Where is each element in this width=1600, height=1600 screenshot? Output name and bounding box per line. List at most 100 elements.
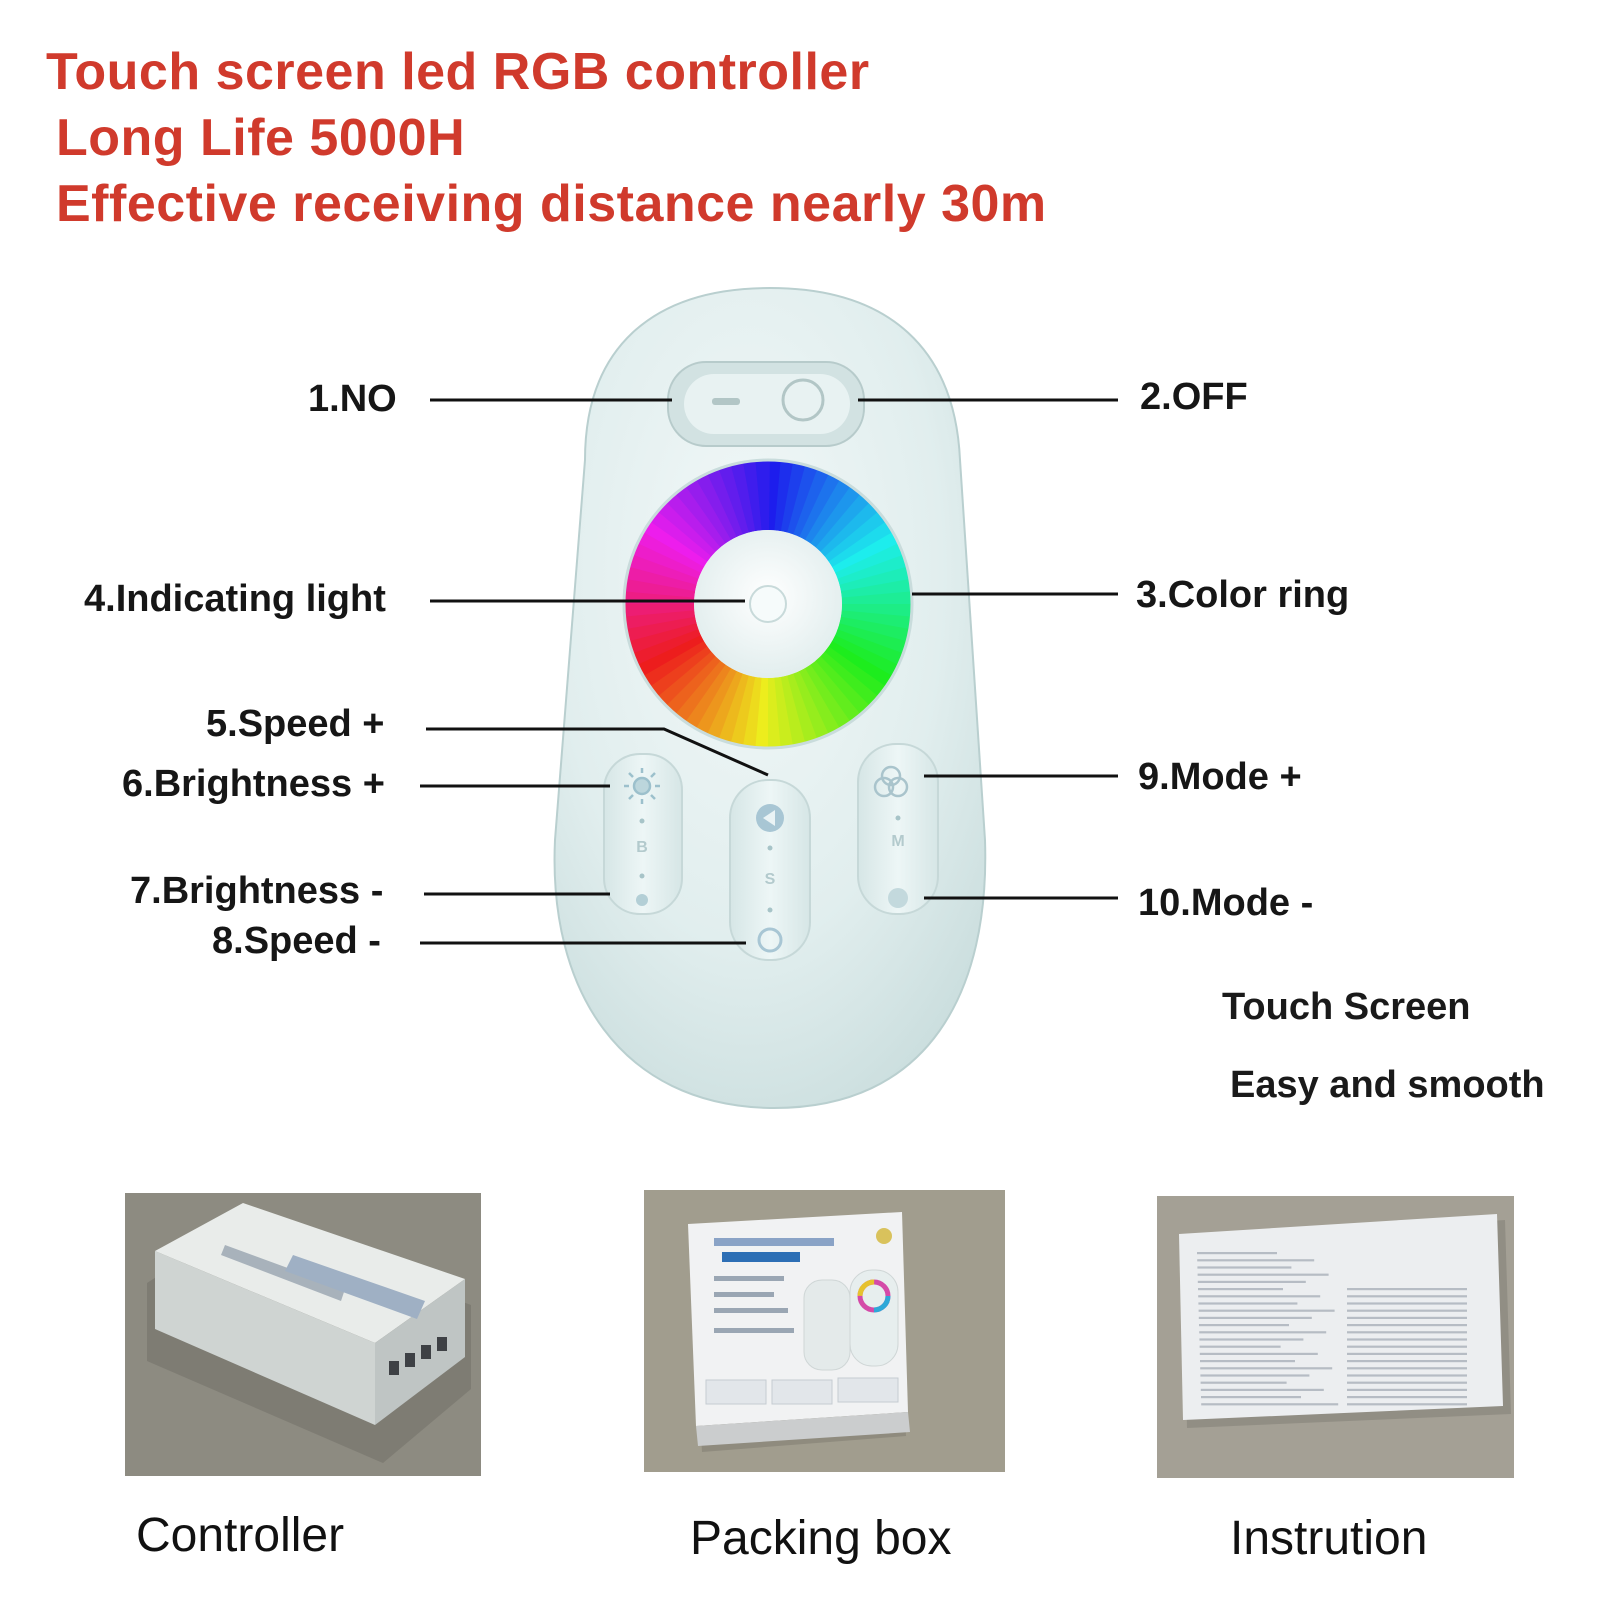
color-ring-segment[interactable] [815, 493, 872, 553]
color-ring-segment[interactable] [819, 651, 879, 708]
color-ring-segment[interactable] [674, 660, 726, 722]
color-ring-segment[interactable] [774, 460, 795, 532]
color-ring-segment[interactable] [768, 460, 783, 531]
brightness-up-icon[interactable] [624, 768, 660, 804]
instruction-text-line [1200, 1381, 1287, 1384]
headline-lifetime: Long Life 5000H [56, 109, 466, 167]
color-ring-segment[interactable] [841, 591, 912, 606]
feature-easy-smooth: Easy and smooth [1230, 1064, 1545, 1106]
color-ring-segment[interactable] [839, 616, 910, 644]
off-key-icon[interactable] [781, 378, 825, 422]
color-ring-segment[interactable] [675, 485, 727, 548]
color-ring-segment[interactable] [657, 500, 717, 557]
leader-speed-up [426, 727, 769, 777]
color-ring-segment[interactable] [805, 479, 853, 544]
color-ring-segment[interactable] [837, 623, 908, 655]
color-ring-segment[interactable] [694, 667, 737, 735]
color-ring-segment[interactable] [766, 677, 781, 748]
instruction-text-line [1197, 1259, 1315, 1262]
color-ring-segment[interactable] [696, 472, 738, 540]
instruction-photo [1157, 1196, 1514, 1478]
instruction-table-line [1347, 1388, 1467, 1391]
color-ring-segment[interactable] [824, 646, 886, 698]
brightness-key-strip [603, 753, 683, 915]
instruction-text-line [1197, 1273, 1329, 1276]
color-ring-segment[interactable] [835, 543, 904, 580]
color-ring-segment[interactable] [707, 468, 744, 537]
color-ring-segment[interactable] [753, 677, 768, 748]
instruction-table-line [1347, 1324, 1467, 1327]
color-ring-rim [622, 458, 914, 750]
color-ring-segment[interactable] [632, 628, 701, 665]
color-ring-segment[interactable] [804, 664, 851, 730]
mode-up-icon[interactable] [873, 765, 909, 798]
speed-up-icon[interactable] [756, 804, 784, 832]
instruction-text-line [1201, 1403, 1339, 1406]
color-ring-segment[interactable] [786, 673, 818, 744]
color-ring-segment[interactable] [799, 473, 842, 541]
color-ring-segment[interactable] [683, 664, 731, 729]
instruction-text-line [1199, 1338, 1304, 1341]
power-key-panel[interactable] [667, 361, 865, 447]
color-ring-segment[interactable] [779, 675, 806, 747]
color-ring-segment[interactable] [809, 660, 861, 723]
headline-range: Effective receiving distance nearly 30m [56, 175, 1047, 233]
color-ring-segment[interactable] [828, 641, 893, 689]
speed-down-icon[interactable] [757, 927, 783, 953]
color-ring-segment[interactable] [810, 486, 862, 548]
color-ring-segment[interactable] [798, 668, 840, 736]
color-ring-segment[interactable] [637, 530, 705, 573]
controller-photo [125, 1193, 481, 1476]
color-ring-segment[interactable] [624, 577, 696, 598]
instruction-text-line [1199, 1345, 1281, 1348]
instruction-table-line [1347, 1345, 1467, 1348]
color-ring-segment[interactable] [839, 566, 911, 593]
color-ring-segment[interactable] [636, 634, 704, 676]
color-ring[interactable] [622, 458, 914, 750]
color-ring-segment[interactable] [717, 673, 749, 744]
color-ring-segment[interactable] [664, 655, 721, 715]
instruction-table-line [1347, 1302, 1467, 1305]
color-ring-segment[interactable] [840, 610, 912, 631]
color-ring-segment[interactable] [828, 521, 894, 568]
color-ring-segment[interactable] [625, 615, 697, 642]
instruction-text-line [1197, 1280, 1306, 1283]
color-ring-segment[interactable] [718, 464, 750, 535]
color-ring-segment[interactable] [656, 650, 716, 706]
color-ring-segment[interactable] [755, 460, 770, 531]
color-ring-segment[interactable] [649, 645, 712, 697]
instruction-text-line [1198, 1288, 1283, 1291]
color-ring-segment[interactable] [814, 656, 870, 716]
instruction-text-line [1199, 1352, 1318, 1355]
color-ring-segment[interactable] [837, 554, 908, 586]
color-ring-segment[interactable] [705, 670, 743, 740]
color-ring-segment[interactable] [626, 564, 697, 592]
color-ring-segment[interactable] [820, 502, 880, 558]
color-ring-segment[interactable] [666, 492, 722, 552]
color-ring-segment[interactable] [787, 464, 819, 535]
mode-down-icon[interactable] [888, 888, 908, 908]
color-ring-segment[interactable] [628, 622, 699, 654]
color-ring-segment[interactable] [824, 511, 887, 563]
color-ring-segment[interactable] [685, 478, 732, 544]
color-ring-segment[interactable] [728, 675, 756, 746]
color-ring-segment[interactable] [832, 532, 900, 574]
color-ring-segment[interactable] [642, 640, 708, 687]
instruction-text-line [1198, 1309, 1335, 1312]
color-ring-segment[interactable] [792, 671, 829, 740]
color-ring-segment[interactable] [624, 602, 695, 617]
color-ring-segment[interactable] [741, 676, 762, 748]
color-ring-segment[interactable] [831, 635, 899, 678]
on-key-icon[interactable] [712, 398, 740, 405]
color-ring-segment[interactable] [834, 629, 904, 667]
color-ring-segment[interactable] [793, 468, 831, 538]
color-ring-segment[interactable] [632, 541, 702, 579]
color-ring-segment[interactable] [650, 510, 712, 562]
brightness-down-icon[interactable] [636, 894, 648, 906]
color-ring-segment[interactable] [730, 461, 757, 533]
color-ring-segment[interactable] [643, 519, 708, 567]
color-ring-segment[interactable] [841, 604, 912, 619]
color-ring-segment[interactable] [628, 553, 699, 585]
color-ring-segment[interactable] [780, 462, 808, 533]
